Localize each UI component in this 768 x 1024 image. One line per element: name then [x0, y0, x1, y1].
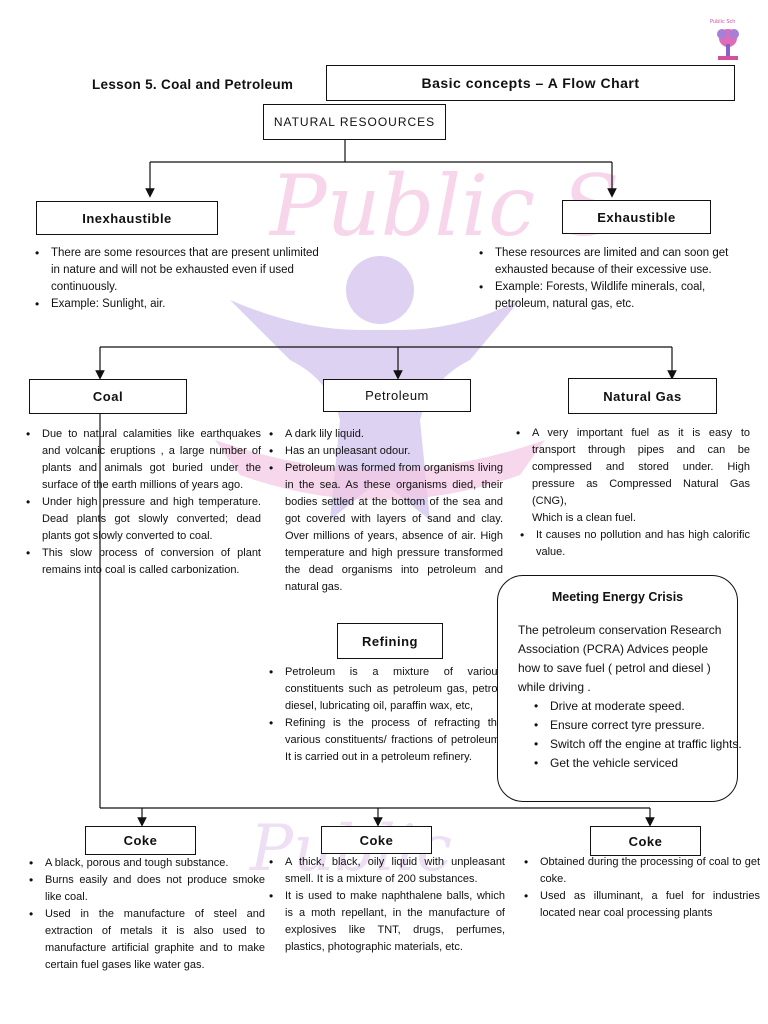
- node-refining: Refining: [337, 623, 443, 659]
- node-natural-resources: NATURAL RESOOURCES: [263, 104, 446, 140]
- list-item: Obtained during the processing of coal t…: [524, 854, 760, 888]
- list-item: Due to natural calamities like earthquak…: [26, 426, 261, 494]
- energy-crisis-intro: The petroleum conservation Research Asso…: [518, 623, 722, 694]
- list-item: There are some resources that are presen…: [35, 245, 324, 296]
- list-item: Used as illuminant, a fuel for industrie…: [524, 888, 760, 922]
- list-item: Petroleum is a mixture of various consti…: [269, 664, 503, 715]
- node-coke-left: Coke: [85, 826, 196, 855]
- coke-left-list: A black, porous and tough substance. Bur…: [27, 855, 265, 974]
- list-item: A thick, black, oily liquid with unpleas…: [269, 854, 505, 888]
- energy-crisis-panel: Meeting Energy Crisis The petroleum cons…: [497, 575, 742, 802]
- natural-gas-clean-note: Which is a clean fuel.: [532, 512, 636, 524]
- refining-list: Petroleum is a mixture of various consti…: [267, 664, 503, 766]
- energy-crisis-list: Drive at moderate speed. Ensure correct …: [532, 697, 746, 773]
- coal-list: Due to natural calamities like earthquak…: [24, 426, 261, 579]
- natural-gas-list-2: It causes no pollution and has high calo…: [518, 527, 750, 561]
- list-item: It is used to make naphthalene balls, wh…: [269, 888, 505, 956]
- list-item: Ensure correct tyre pressure.: [534, 716, 746, 735]
- node-exhaustible: Exhaustible: [562, 200, 711, 234]
- list-item: This slow process of conversion of plant…: [26, 545, 261, 579]
- list-item: Refining is the process of refracting th…: [269, 715, 503, 766]
- list-item: Petroleum was formed from organisms livi…: [269, 460, 503, 596]
- coke-mid-list: A thick, black, oily liquid with unpleas…: [267, 854, 505, 956]
- svg-text:Public Sch: Public Sch: [710, 19, 735, 25]
- node-inexhaustible: Inexhaustible: [36, 201, 218, 235]
- list-item: Under high pressure and high temperature…: [26, 494, 261, 545]
- list-item: A black, porous and tough substance.: [29, 855, 265, 872]
- list-item: Example: Sunlight, air.: [35, 296, 324, 313]
- list-item: A dark lily liquid.: [269, 426, 503, 443]
- school-logo-icon: Public Sch: [710, 19, 739, 60]
- list-item: Example: Forests, Wildlife minerals, coa…: [479, 279, 757, 313]
- lesson-title: Lesson 5. Coal and Petroleum: [92, 77, 294, 92]
- inexhaustible-list: There are some resources that are presen…: [33, 245, 324, 313]
- page-title: Basic concepts – A Flow Chart: [326, 65, 735, 101]
- list-item: Has an unpleasant odour.: [269, 443, 503, 460]
- node-petroleum: Petroleum: [323, 379, 471, 412]
- node-natural-gas: Natural Gas: [568, 378, 717, 414]
- list-item: Drive at moderate speed.: [534, 697, 746, 716]
- petroleum-list: A dark lily liquid. Has an unpleasant od…: [267, 426, 503, 596]
- node-coke-right: Coke: [590, 826, 701, 856]
- energy-crisis-title: Meeting Energy Crisis: [551, 590, 684, 604]
- list-item: It causes no pollution and has high calo…: [520, 527, 750, 561]
- coke-right-list: Obtained during the processing of coal t…: [522, 854, 760, 922]
- list-item: Switch off the engine at traffic lights.: [534, 735, 746, 754]
- node-coke-mid: Coke: [321, 826, 432, 854]
- list-item: Burns easily and does not produce smoke …: [29, 872, 265, 906]
- node-coal: Coal: [29, 379, 187, 414]
- exhaustible-list: These resources are limited and can soon…: [477, 245, 757, 313]
- list-item: Used in the manufacture of steel and ext…: [29, 906, 265, 974]
- natural-gas-list: A very important fuel as it is easy to t…: [514, 425, 750, 510]
- list-item: Get the vehicle serviced: [534, 754, 746, 773]
- list-item: These resources are limited and can soon…: [479, 245, 757, 279]
- list-item: A very important fuel as it is easy to t…: [516, 425, 750, 510]
